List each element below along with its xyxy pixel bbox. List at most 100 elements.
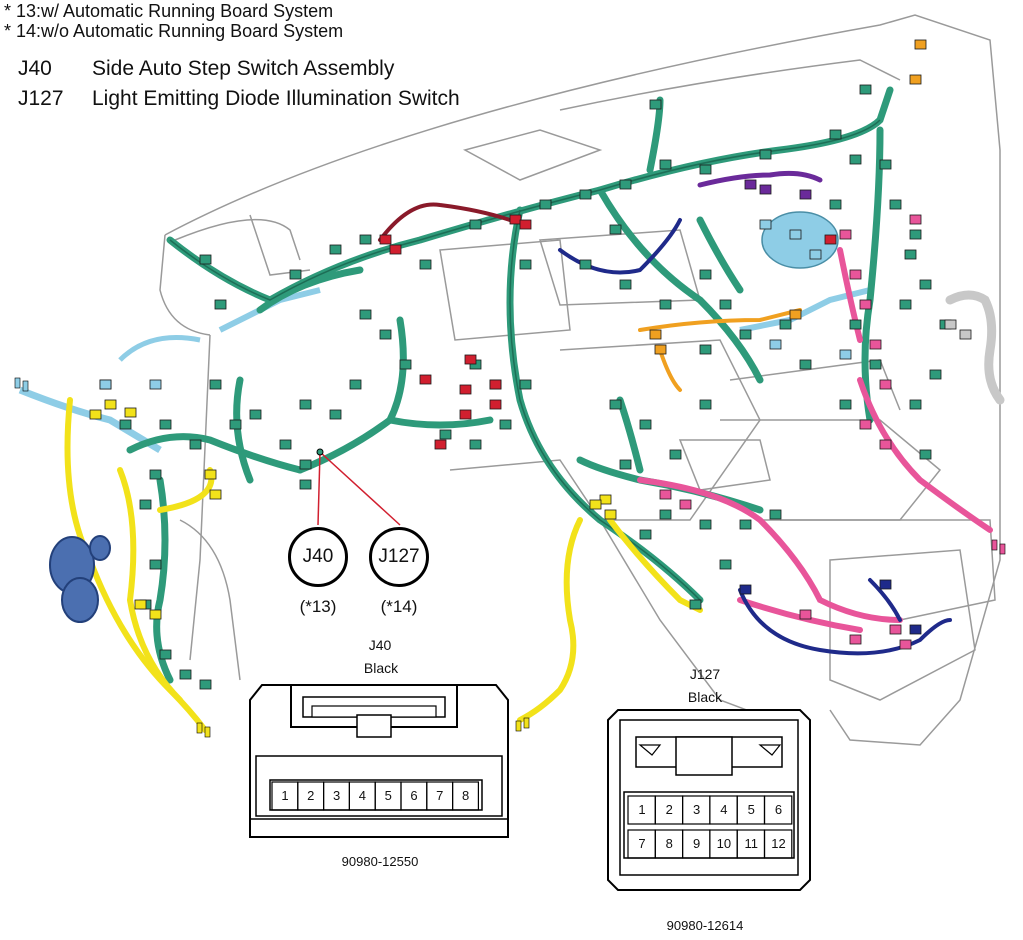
harness-connector-block — [179, 669, 192, 680]
j127-pin-3: 3 — [692, 802, 701, 817]
harness-connector-block — [139, 499, 152, 510]
grey-harness — [945, 290, 1005, 405]
harness-connector-block — [909, 229, 922, 240]
harness-connector-block — [959, 329, 972, 340]
connector-blocks — [89, 39, 972, 690]
harness-connector-block — [799, 359, 812, 370]
harness-connector-block — [579, 259, 592, 270]
j127-pin-7: 7 — [638, 836, 646, 851]
harness-connector-block — [914, 39, 927, 50]
harness-connector-block — [249, 409, 262, 420]
harness-connector-block — [199, 254, 212, 265]
j127-pin-cell — [763, 795, 793, 825]
harness-connector-block — [619, 279, 632, 290]
j127-pin-cell — [763, 829, 793, 859]
harness-connector-block — [759, 184, 772, 195]
harness-connector-block — [679, 499, 692, 510]
harness-connector-block — [689, 599, 702, 610]
harness-connector-block — [699, 164, 712, 175]
harness-connector-block — [744, 179, 757, 190]
harness-connector-block — [299, 459, 312, 470]
callout-j40: J40 — [288, 527, 348, 587]
harness-connector-block — [104, 399, 117, 410]
harness-connector-block — [619, 179, 632, 190]
harness-connector-block — [579, 189, 592, 200]
note-14: * 14:w/o Automatic Running Board System — [4, 21, 344, 41]
harness-connector-block — [329, 244, 342, 255]
j40-pin-4: 4 — [358, 788, 366, 803]
harness-connector-block — [214, 299, 227, 310]
harness-connector-block — [879, 439, 892, 450]
harness-connector-block — [849, 154, 862, 165]
yellow-harness — [64, 397, 703, 733]
harness-connector-block — [869, 339, 882, 350]
j127-connector-face — [607, 709, 811, 891]
harness-connector-block — [739, 329, 752, 340]
harness-connector-block — [719, 299, 732, 310]
harness-connector-block — [489, 379, 502, 390]
legend-code-j127: J127 — [18, 87, 64, 110]
j40-pin-5: 5 — [384, 788, 392, 803]
harness-connector-block — [439, 429, 452, 440]
harness-connector-block — [759, 219, 772, 230]
main-harness-edge — [169, 119, 881, 601]
harness-connector-block — [809, 249, 822, 260]
harness-connector-block — [719, 559, 732, 570]
maroon-harness — [378, 202, 512, 242]
harness-connector-block — [654, 344, 667, 355]
j40-color: Black — [363, 660, 399, 676]
j127-pin-1: 1 — [638, 802, 646, 817]
blue-coupler — [49, 535, 111, 623]
harness-connector-block — [699, 399, 712, 410]
harness-connector-block — [859, 419, 872, 430]
harness-connector-block — [289, 269, 302, 280]
harness-connector-block — [489, 399, 502, 410]
harness-connector-block — [789, 229, 802, 240]
harness-connector-block — [659, 159, 672, 170]
harness-connector-block — [469, 219, 482, 230]
harness-connector-block — [99, 379, 112, 390]
harness-connector-block — [799, 189, 812, 200]
harness-connector-block — [419, 374, 432, 385]
j40-pin-cell — [452, 781, 480, 811]
harness-connector-block — [699, 269, 712, 280]
j127-title: J127 — [689, 666, 721, 682]
j40-pin-grid — [271, 781, 480, 811]
navy-harness — [558, 218, 952, 656]
harness-connector-block — [879, 579, 892, 590]
harness-connector-block — [599, 494, 612, 505]
orange-harness — [638, 308, 802, 392]
harness-connector-block — [659, 299, 672, 310]
j40-pin-3: 3 — [332, 788, 341, 803]
harness-connector-block — [649, 99, 662, 110]
harness-connector-block — [639, 419, 652, 430]
harness-connector-block — [149, 559, 162, 570]
harness-connector-block — [609, 399, 622, 410]
harness-connector-block — [499, 419, 512, 430]
harness-connector-block — [134, 599, 147, 610]
j40-pin-2: 2 — [307, 788, 315, 803]
j127-pin-2: 2 — [665, 802, 673, 817]
legend-desc-j40: Side Auto Step Switch Assembly — [92, 57, 395, 80]
harness-connector-block — [889, 199, 902, 210]
harness-connector-block — [909, 74, 922, 85]
callout-lines — [317, 451, 401, 526]
purple-harness — [697, 170, 823, 188]
harness-connector-block — [879, 379, 892, 390]
harness-connector-block — [759, 149, 772, 160]
harness-connector-block — [649, 329, 662, 340]
harness-connector-block — [509, 214, 522, 225]
harness-connector-block — [189, 439, 202, 450]
harness-connector-block — [519, 379, 532, 390]
harness-connector-block — [159, 419, 172, 430]
harness-connector-block — [639, 529, 652, 540]
harness-connector-block — [434, 439, 447, 450]
harness-connector-block — [904, 249, 917, 260]
j127-pin-8: 8 — [665, 836, 673, 851]
harness-connector-block — [839, 349, 852, 360]
harness-connector-block — [849, 634, 862, 645]
harness-connector-block — [849, 269, 862, 280]
harness-connector-block — [349, 379, 362, 390]
j127-pin-9: 9 — [692, 836, 701, 851]
harness-connector-block — [604, 509, 617, 520]
